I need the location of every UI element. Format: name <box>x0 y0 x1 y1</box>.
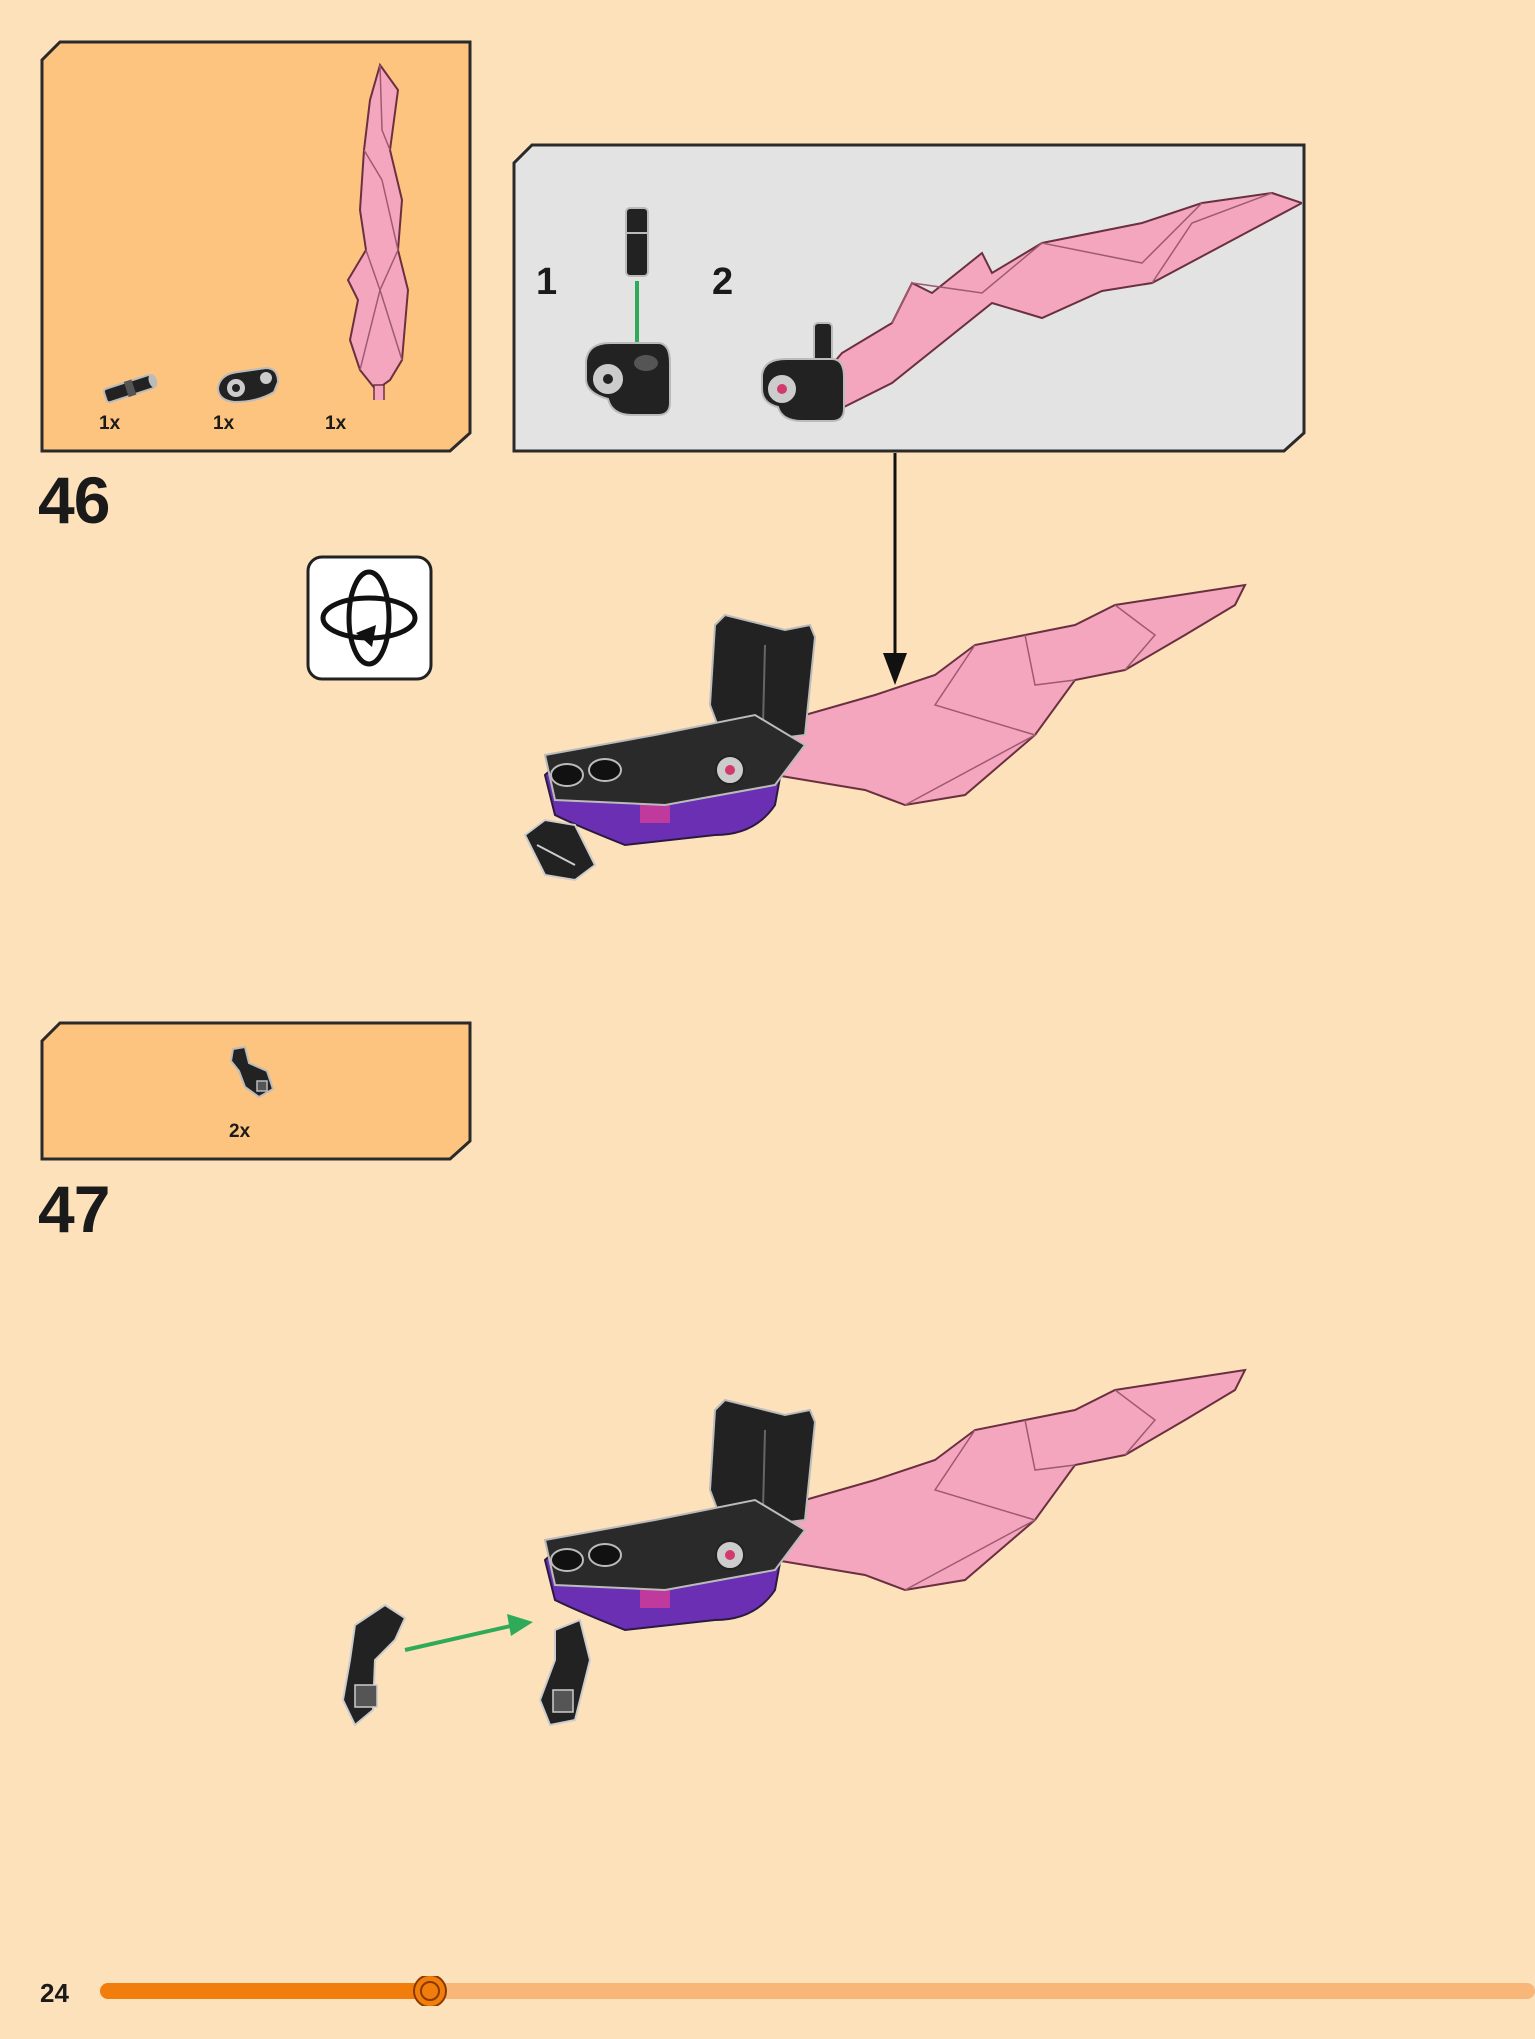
page-number: 24 <box>40 1978 69 2008</box>
rotate-model-icon <box>306 555 433 681</box>
step-46-model-illustration <box>523 583 1247 882</box>
part-qty-2: 1x <box>213 413 235 434</box>
claw-part-icon <box>229 1045 275 1099</box>
sub-step-2-illustration <box>761 191 1302 422</box>
part-qty-1: 1x <box>99 413 121 434</box>
pink-wing-part-icon <box>346 62 410 400</box>
progress-fill <box>100 1983 430 1999</box>
step-number-46: 46 <box>38 463 110 537</box>
parts-box-step-46: 1x 1x 1x <box>40 40 472 453</box>
placement-arrow <box>883 453 907 685</box>
progress-track <box>100 1983 1535 1999</box>
axle-pin-part-icon <box>102 374 158 404</box>
sub-step-label-2: 2 <box>712 261 734 303</box>
step-47-model-illustration <box>341 1368 1247 1727</box>
step-number-47: 47 <box>38 1172 110 1246</box>
part-qty-3: 1x <box>325 413 347 434</box>
sub-step-label-1: 1 <box>536 261 558 303</box>
part-qty-1: 2x <box>229 1121 251 1142</box>
sub-assembly-box: 1 2 <box>512 143 1306 453</box>
parts-box-step-47: 2x <box>40 1021 472 1161</box>
progress-knob <box>413 1976 447 2006</box>
axle-connector-part-icon <box>216 366 280 404</box>
progress-bar <box>100 1976 1535 2006</box>
sub-step-1-illustration <box>585 207 671 416</box>
